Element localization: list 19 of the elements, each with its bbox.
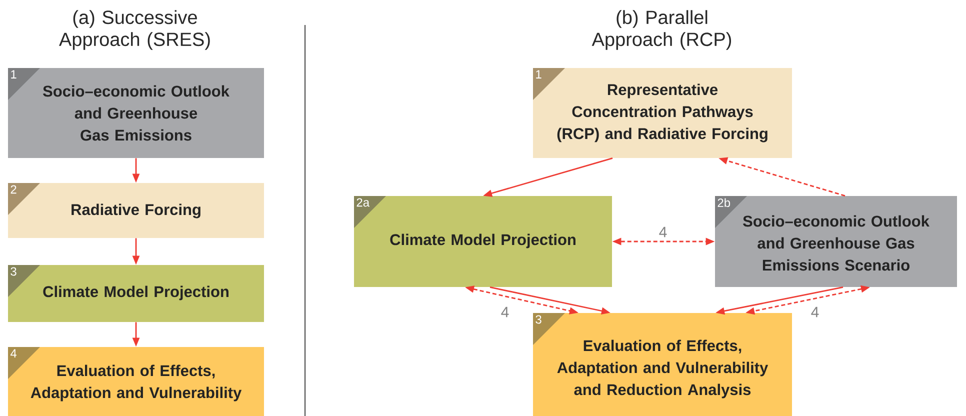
process-box: 3 Evaluation of Effects, Adaptation and Vulnerability and Reduction Analysis bbox=[533, 313, 792, 416]
step-number: 3 bbox=[8, 265, 40, 297]
step-number: 2 bbox=[8, 183, 40, 215]
step-number: 4 bbox=[8, 347, 40, 379]
process-box: 1 Representative Concentration Pathways (RCP) and Radiative Forcing bbox=[533, 68, 792, 158]
panel-title: (a) Successive Approach (SRES) bbox=[59, 10, 210, 50]
edge-label: 4 bbox=[658, 226, 668, 238]
panel-title: (b) Parallel Approach (RCP) bbox=[592, 10, 732, 50]
process-box: 3 Climate Model Projection bbox=[8, 265, 264, 322]
edge-label: 4 bbox=[810, 306, 820, 318]
process-box: 1 Socio–economic Outlook and Greenhouse Gas Emissions bbox=[8, 68, 264, 158]
step-number: 1 bbox=[533, 68, 565, 100]
step-number: 1 bbox=[8, 68, 40, 100]
process-box: 4 Evaluation of Effects, Adaptation and Vulnerability bbox=[8, 347, 264, 416]
process-box: 2a Climate Model Projection bbox=[354, 196, 612, 287]
step-number: 3 bbox=[533, 313, 565, 345]
step-number: 2a bbox=[354, 196, 386, 228]
edge-label: 4 bbox=[500, 306, 510, 318]
process-box: 2 Radiative Forcing bbox=[8, 183, 264, 238]
